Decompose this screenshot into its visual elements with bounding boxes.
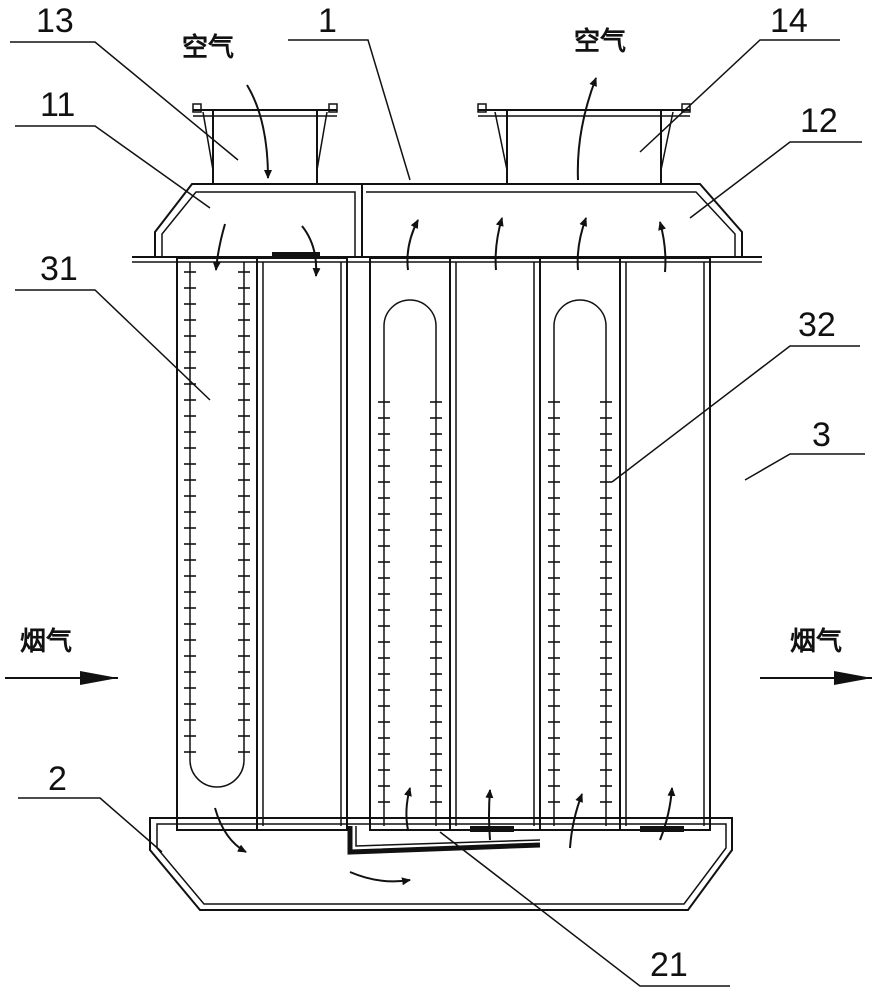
air-inlet-label: 空气 xyxy=(182,32,234,63)
label-1: 1 xyxy=(318,2,337,40)
label-32: 32 xyxy=(798,306,836,344)
leader-lines xyxy=(10,39,865,987)
flue-gas-outlet-label: 烟气 xyxy=(790,626,842,657)
flow-arrows xyxy=(5,77,872,886)
leader-14 xyxy=(639,39,840,153)
label-14: 14 xyxy=(770,2,808,40)
flow-channel-3 xyxy=(619,257,711,832)
top-header-right xyxy=(362,183,743,256)
leader-31 xyxy=(15,289,211,401)
label-2: 2 xyxy=(48,760,67,798)
label-12: 12 xyxy=(800,102,838,140)
leader-21 xyxy=(439,831,730,987)
leader-32 xyxy=(611,345,860,483)
label-11: 11 xyxy=(40,86,75,124)
flue-gas-inlet-label: 烟气 xyxy=(20,626,72,657)
fin-ticks xyxy=(184,271,612,803)
air-inlet-duct xyxy=(192,103,338,185)
tube-bundle-center xyxy=(369,257,451,831)
label-13: 13 xyxy=(36,2,74,40)
baffle-21 xyxy=(347,826,541,855)
label-3: 3 xyxy=(812,416,831,454)
tube-bundle-32 xyxy=(539,257,621,831)
air-out-arrow xyxy=(576,77,597,181)
flow-channel-2 xyxy=(449,257,541,832)
leader-13 xyxy=(10,41,239,161)
top-header-left xyxy=(154,183,363,256)
leader-3 xyxy=(744,453,865,481)
label-31: 31 xyxy=(40,250,78,288)
leader-2 xyxy=(18,797,163,853)
leader-1 xyxy=(288,39,411,181)
air-in-arrow xyxy=(246,84,272,179)
leader-11 xyxy=(15,125,211,209)
leader-12 xyxy=(689,141,862,219)
label-21: 21 xyxy=(650,946,688,984)
flow-channel-1 xyxy=(256,252,348,831)
air-outlet-label: 空气 xyxy=(574,26,626,57)
